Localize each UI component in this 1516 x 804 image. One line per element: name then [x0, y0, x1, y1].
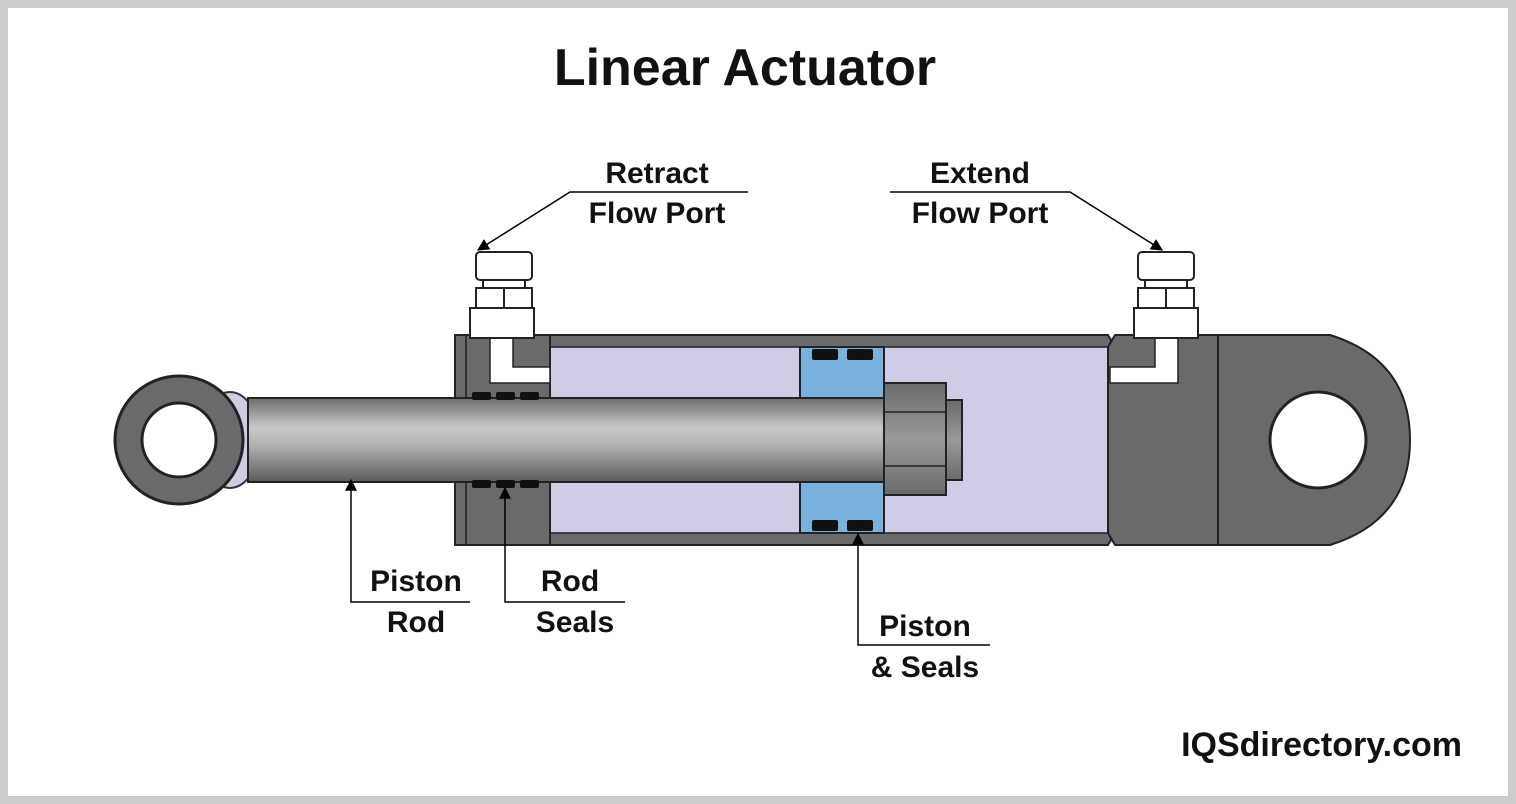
cylinder-cap — [1107, 334, 1412, 546]
retract-port-fitting — [469, 251, 535, 339]
retract-port-label: Retract Flow Port — [476, 157, 748, 251]
piston-rod-label-line1: Piston — [370, 565, 462, 598]
extend-port-label-line1: Extend — [930, 157, 1030, 190]
rod-seals-label-line2: Seals — [536, 606, 614, 639]
piston-rod-label: Piston Rod — [345, 478, 470, 639]
piston-rod — [247, 397, 889, 483]
piston-seal — [847, 349, 873, 360]
extend-port-fitting — [1133, 251, 1199, 339]
piston-seal — [812, 520, 838, 531]
extend-port-label-line2: Flow Port — [912, 197, 1049, 230]
rod-seals — [472, 392, 539, 488]
extend-port-label: Extend Flow Port — [890, 157, 1164, 251]
page-title: Linear Actuator — [554, 39, 936, 97]
piston-nut — [883, 382, 963, 496]
piston-rod-label-line2: Rod — [387, 606, 445, 639]
rod-seals-label-line1: Rod — [541, 565, 599, 598]
retract-port-label-line2: Flow Port — [589, 197, 726, 230]
piston-seal — [812, 349, 838, 360]
site-watermark: IQSdirectory.com — [1181, 726, 1462, 764]
piston-seals-label: Piston & Seals — [852, 532, 990, 684]
rod-seals-label: Rod Seals — [499, 486, 625, 639]
piston-seals-label-line1: Piston — [879, 610, 971, 643]
rod-end-eye — [113, 374, 261, 506]
piston-seals-label-line2: & Seals — [871, 651, 979, 684]
piston-seal — [847, 520, 873, 531]
retract-port-label-line1: Retract — [605, 157, 708, 190]
